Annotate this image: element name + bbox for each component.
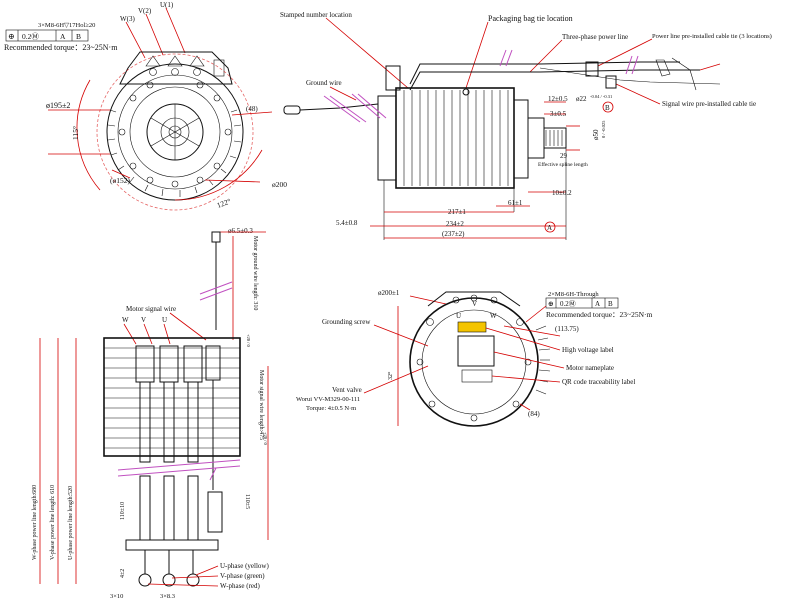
- high-voltage-label: [457, 321, 487, 333]
- br-dim-113: (113.75): [555, 325, 579, 333]
- sv-dim-237: (237±2): [442, 230, 465, 238]
- bl-v-phase: V-phase (green): [220, 572, 265, 580]
- br-recommended-torque: Recommended torque：23~25N·m: [546, 310, 652, 319]
- bl-label-v: V: [141, 316, 146, 324]
- tl-phase-w: W(3): [120, 15, 135, 23]
- sv-dim-10: 10±0.2: [552, 189, 572, 197]
- bl-label-u: U: [162, 316, 167, 324]
- br-datum-a: A: [595, 300, 600, 308]
- tl-phase-u: U(1): [160, 1, 174, 9]
- sv-dim-22: ø22: [576, 95, 587, 103]
- sv-stamped-number: Stamped number location: [280, 11, 352, 19]
- br-uvw-w: W: [490, 312, 497, 320]
- sv-dim-217: 217±1: [448, 208, 466, 216]
- sv-dim-29: 29: [560, 152, 568, 160]
- tl-phase-v: V(2): [138, 7, 152, 15]
- sv-power-tie: Power line pre-installed cable tie (3 lo…: [652, 33, 772, 40]
- br-vent-torque: Torque: 4±0.5 N·m: [306, 405, 356, 412]
- rear-housing: [409, 297, 539, 427]
- sv-dim-22-tol: -0.04 / -0.31: [590, 94, 612, 99]
- bl-signal-len: Motor signal wire length:475: [258, 370, 264, 440]
- br-dia-200: ø200±1: [378, 289, 400, 297]
- tl-tolerance-frame: [5, 29, 89, 42]
- sv-datum-a: A: [547, 224, 552, 232]
- sv-dim-50: ø50: [592, 129, 600, 140]
- harness-view: ø6.5±0.3 Motor ground wire length: 310 +…: [32, 227, 269, 600]
- tl-dia-152: (ø152): [110, 176, 130, 185]
- sv-ground-wire: Ground wire: [306, 79, 342, 87]
- br-datum-b: B: [608, 300, 613, 308]
- tl-dia-195: ø195±2: [46, 101, 70, 110]
- motor-shaft: [543, 127, 567, 149]
- bl-w-len: W-phase power line length:680: [32, 485, 38, 560]
- bl-dim-4: 4±2: [120, 569, 126, 578]
- sv-effective-spline: Effective spline length: [538, 161, 588, 168]
- tl-recommended-torque: Recommended torque：23~25N·m: [4, 43, 118, 52]
- tl-datum-b: B: [76, 32, 81, 41]
- br-vent-spec: Worui VV-M329-00-111: [296, 396, 360, 403]
- bl-dim-65: ø6.5±0.3: [228, 227, 253, 235]
- sv-dim-54: 5.4±0.8: [336, 219, 358, 227]
- qr-label: [461, 369, 493, 383]
- bl-dim-110-left: 110±10: [120, 502, 126, 520]
- tl-datum-a: A: [60, 32, 66, 41]
- bl-motor-ground-len: Motor ground wire length: 310: [252, 236, 258, 310]
- bl-motor-signal-wire: Motor signal wire: [126, 305, 176, 313]
- sv-signal-tie: Signal wire pre-installed cable tie: [662, 100, 756, 108]
- tl-angle-122: 122°: [216, 197, 232, 210]
- sv-dim-50-tol: 0 / -0.025: [601, 120, 606, 138]
- sv-packaging-tie: Packaging bag tie location: [488, 14, 573, 23]
- rear-view: ø200±1 Grounding screw Vent valve Worui …: [296, 289, 652, 427]
- br-dim-84: (84): [528, 410, 540, 418]
- br-dim-left: 32°: [387, 371, 394, 380]
- tl-tolerance-spec: 3×M8-6H▽17Hol≥20: [38, 22, 95, 29]
- br-qr-label: QR code traceability label: [562, 378, 635, 386]
- bl-u-phase: U-phase (yellow): [220, 562, 269, 570]
- motor-nameplate: [457, 335, 495, 367]
- br-tolerance-frame: [545, 297, 619, 309]
- sv-dim-12: 12±0.5: [548, 95, 568, 103]
- harness-motor-body: [103, 337, 241, 457]
- tl-dia-200: ø200: [272, 180, 287, 189]
- bl-label-w: W: [122, 316, 129, 324]
- br-nameplate: Motor nameplate: [566, 364, 614, 372]
- br-high-voltage: High voltage label: [562, 346, 614, 354]
- br-grounding-screw: Grounding screw: [322, 318, 371, 326]
- br-uvw-v: V: [472, 300, 477, 308]
- sv-dim-3: 3±0.5: [550, 110, 567, 118]
- bl-v-len: V-phase power line length: 610: [50, 485, 56, 560]
- sv-dim-61: 61±1: [508, 199, 523, 207]
- bl-motor-ground-tol: +20 / 0: [246, 334, 251, 348]
- tl-frame-value: 0.2Ⓜ: [22, 32, 39, 41]
- side-view: Stamped number location Packaging bag ti…: [280, 11, 772, 240]
- bl-u-len: U-phase power line length:520: [68, 486, 74, 560]
- sv-dim-234: 234±2: [446, 220, 464, 228]
- bl-dim-3x83: 3×8.3: [160, 593, 175, 600]
- sv-datum-b: B: [605, 104, 610, 112]
- bl-dim-110-right: 110±5: [244, 494, 250, 509]
- br-frame-value: 0.2Ⓜ: [560, 300, 576, 308]
- front-view: 3×M8-6H▽17Hol≥20 ⊕ 0.2Ⓜ A B Recommended …: [4, 1, 287, 211]
- br-position-symbol: ⊕: [548, 300, 554, 308]
- br-uvw-u: U: [456, 312, 461, 320]
- bl-len-tol: +20 / 0: [263, 432, 268, 446]
- terminal-box: [119, 51, 233, 85]
- br-vent-valve: Vent valve: [332, 386, 362, 394]
- br-spec: 2×M8-6H-Through: [548, 291, 599, 298]
- bl-dim-3x10: 3×10: [110, 593, 123, 600]
- motor-body: [395, 87, 515, 189]
- tl-angle-115: 115°: [71, 126, 80, 140]
- bl-w-phase: W-phase (red): [220, 582, 261, 590]
- tl-position-symbol: ⊕: [8, 32, 15, 41]
- sv-three-phase-line: Three-phase power line: [562, 33, 628, 41]
- tl-dim-48: (48): [246, 105, 258, 113]
